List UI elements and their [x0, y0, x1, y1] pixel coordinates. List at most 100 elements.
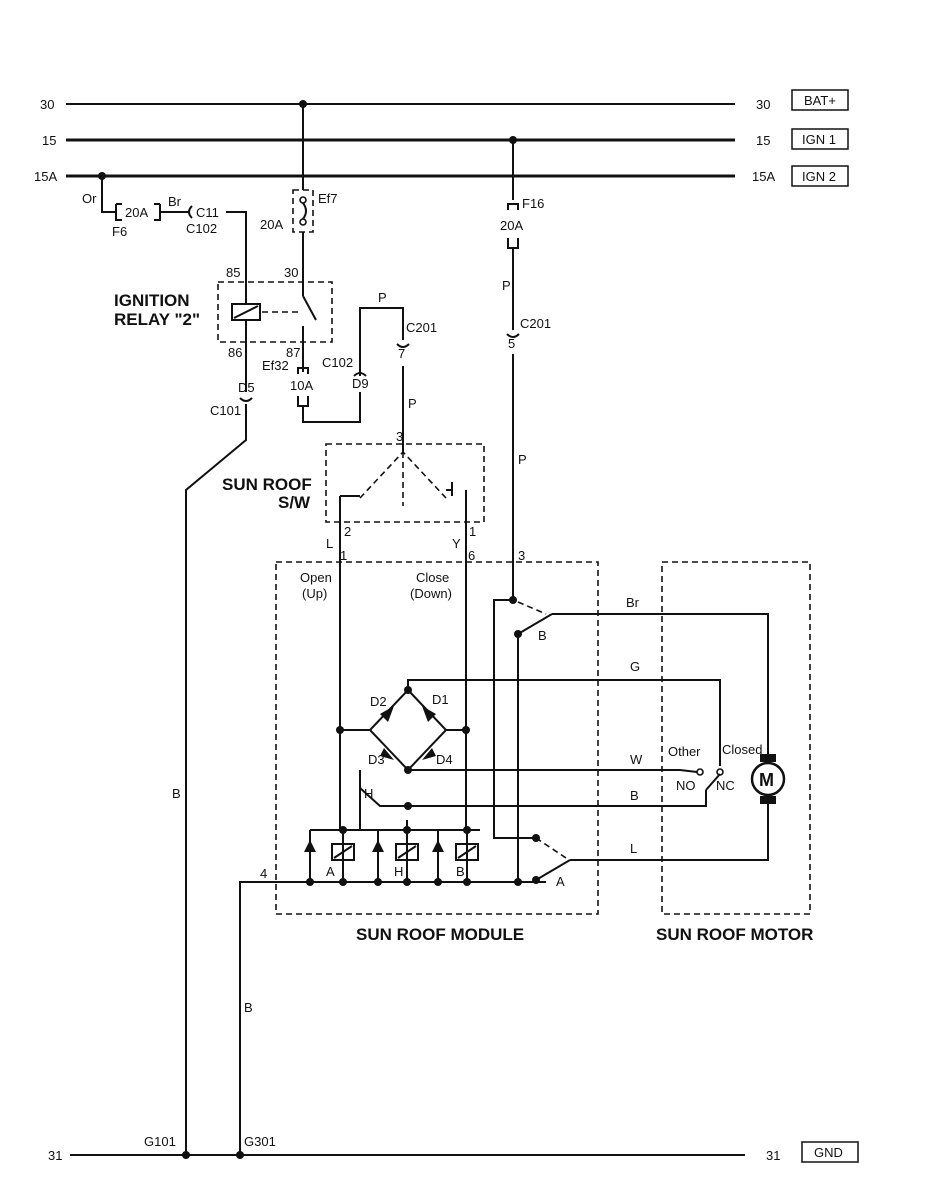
wire-module-ground: [239, 881, 546, 1155]
junction-dot: [374, 878, 382, 886]
wire-l-motor: [570, 804, 769, 861]
wire-contact-bus: [493, 599, 536, 839]
connector-d5-mark: [239, 397, 253, 402]
fuse-ef7-name: Ef7: [318, 191, 338, 206]
wire-color-or: Or: [82, 191, 97, 206]
wire-f6-in: [101, 176, 116, 213]
wire-h-b: [359, 787, 707, 807]
diode-d4: D4: [436, 752, 453, 767]
rail-15a-left-label: 15A: [34, 169, 57, 184]
wire-color-y: Y: [452, 536, 461, 551]
wire-color-p4: P: [518, 452, 527, 467]
relay-pin-30: 30: [284, 265, 298, 280]
fuse-ef32-mark: [297, 396, 309, 407]
ground-g301: G301: [244, 1134, 276, 1149]
relay-b-label: B: [456, 864, 465, 879]
module-pin-6: 6: [468, 548, 475, 563]
fuse-f6-bracket-right: [154, 203, 161, 221]
diode-d2: D2: [370, 694, 387, 709]
switch-closed: Closed: [722, 742, 762, 757]
bat-tag-box: [791, 89, 849, 111]
junction-dot: [463, 826, 471, 834]
connector-d9: D9: [352, 376, 369, 391]
wire-color-g: G: [630, 659, 640, 674]
diode-d3-symbol: [380, 748, 394, 760]
open-label-1: Open: [300, 570, 332, 585]
junction-dot: [339, 826, 347, 834]
diode-d1: D1: [432, 692, 449, 707]
wire-color-b-mid: B: [630, 788, 639, 803]
fuse-f6-name: F6: [112, 224, 127, 239]
limit-switch-no: [696, 768, 704, 776]
sunroof-module-title: SUN ROOF MODULE: [356, 925, 524, 944]
rail-31-left-label: 31: [48, 1148, 62, 1163]
ign2-tag-box: [791, 165, 849, 187]
switch-pin-1: 1: [469, 524, 476, 539]
fuse-f16-name: F16: [522, 196, 544, 211]
wire-color-br: Br: [168, 194, 182, 209]
relay-contact: [302, 295, 317, 321]
close-label-1: Close: [416, 570, 449, 585]
wire-c101-g101: [185, 404, 247, 1155]
wire-c11-relay85: [226, 211, 247, 300]
contact-a-arm: [535, 859, 571, 881]
sunroof-switch-box: [325, 443, 485, 523]
switch-no: NO: [676, 778, 696, 793]
relay-pin-87: 87: [286, 345, 300, 360]
junction-dot: [403, 878, 411, 886]
sunroof-motor-title: SUN ROOF MOTOR: [656, 925, 813, 944]
junction-dot: [403, 826, 411, 834]
ignition-relay-box: [217, 281, 333, 343]
wire-color-p2: P: [408, 396, 417, 411]
motor-brush: [760, 796, 776, 804]
junction-dot: [404, 802, 412, 810]
wire-color-p3: P: [502, 278, 511, 293]
motor-brush: [760, 754, 776, 762]
limit-switch-lead: [679, 769, 698, 773]
diode-d3: D3: [368, 752, 385, 767]
sunroof-switch-title-1: SUN ROOF: [222, 475, 312, 494]
connector-pin-5: 5: [508, 336, 515, 351]
rail-30-right-label: 30: [756, 97, 770, 112]
ignition-relay-title-2: RELAY "2": [114, 310, 200, 329]
module-pin-4: 4: [260, 866, 267, 881]
fuse-ef32-mark: [297, 367, 309, 374]
close-label-2: (Down): [410, 586, 452, 601]
gnd-tag: GND: [814, 1145, 843, 1160]
wire-color-p1: P: [378, 290, 387, 305]
module-pin-3: 3: [518, 548, 525, 563]
relay-coil-diag: [233, 305, 259, 319]
bat-tag: BAT+: [804, 93, 836, 108]
junction-dot: [463, 878, 471, 886]
fuse-f16-rating: 20A: [500, 218, 523, 233]
ign1-tag-box: [791, 128, 849, 150]
rail-15a-right-label: 15A: [752, 169, 775, 184]
junction-dot: [306, 878, 314, 886]
junction-dot: [532, 876, 540, 884]
contact-b-dash: [517, 601, 547, 615]
fuse-ef32-rating: 10A: [290, 378, 313, 393]
junction-dot: [509, 596, 517, 604]
open-label-2: (Up): [302, 586, 327, 601]
connector-7-mark: [396, 343, 410, 348]
connector-c201a: C201: [406, 320, 437, 335]
wire-color-b-left: B: [172, 786, 181, 801]
gnd-tag-box: [801, 1141, 859, 1163]
connector-c102: C102: [186, 221, 217, 236]
limit-switch-arm: [705, 773, 721, 791]
wire-color-l: L: [326, 536, 333, 551]
diode-d2-symbol: [380, 706, 394, 722]
fuse-ef32-name: Ef32: [262, 358, 289, 373]
fuse-f6-bracket-left: [115, 203, 122, 221]
wire-ef32-d9: [302, 392, 361, 423]
contact-b-arm: [517, 613, 553, 635]
connector-c102b: C102: [322, 355, 353, 370]
junction-dot: [462, 726, 470, 734]
connector-c11: C11: [196, 205, 219, 220]
ignition-relay-title-1: IGNITION: [114, 291, 190, 310]
connector-5-mark: [506, 333, 520, 338]
diode-d1-symbol: [422, 706, 436, 722]
relay-a-label: A: [326, 864, 335, 879]
module-pin-1: 1: [340, 548, 347, 563]
